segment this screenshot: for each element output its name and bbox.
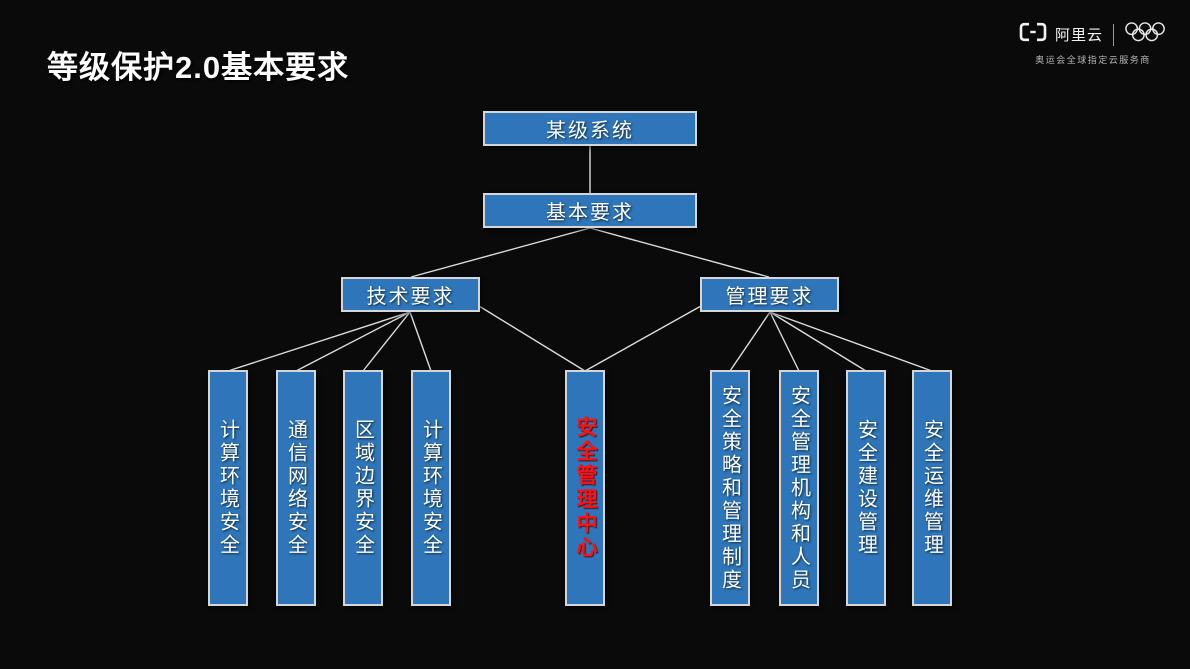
alibaba-cloud-logo: 阿里云 奥运会全球指定云服务商 [1018,21,1168,66]
node-label: 基本要求 [546,202,634,224]
node-label-highlighted: 安全管理中心 [574,416,597,560]
node-security-policy-and-management-system: 安全策略和管理制度 [710,370,750,606]
node-label: 安全建设管理 [854,419,877,557]
node-label: 通信网络安全 [284,419,307,557]
node-root-system: 某级系统 [483,111,697,146]
logo-row: 阿里云 [1018,21,1168,48]
olympic-rings-icon [1124,21,1168,48]
node-security-management-center: 安全管理中心 [565,370,605,606]
node-label: 区域边界安全 [351,419,374,557]
node-basic-requirements: 基本要求 [483,193,697,228]
node-management-requirements: 管理要求 [700,277,839,312]
node-label: 计算环境安全 [216,419,239,557]
node-area-boundary-security: 区域边界安全 [343,370,383,606]
node-label: 某级系统 [546,120,634,142]
node-security-operation-maintenance-management: 安全运维管理 [912,370,952,606]
node-label: 安全管理机构和人员 [787,384,810,592]
node-label: 计算环境安全 [419,419,442,557]
node-security-management-org-and-personnel: 安全管理机构和人员 [779,370,819,606]
alibaba-cloud-brackets-icon [1018,22,1048,47]
node-label: 管理要求 [725,286,814,308]
node-security-construction-management: 安全建设管理 [846,370,886,606]
node-label: 安全运维管理 [920,419,943,557]
node-label: 技术要求 [366,286,455,308]
page-title: 等级保护2.0基本要求 [47,50,350,85]
brand-name: 阿里云 [1054,27,1103,44]
node-computing-environment-security: 计算环境安全 [208,370,248,606]
node-communication-network-security: 通信网络安全 [276,370,316,606]
logo-divider [1113,23,1114,46]
node-technical-requirements: 技术要求 [341,277,480,312]
node-computing-environment-security-2: 计算环境安全 [411,370,451,606]
node-label: 安全策略和管理制度 [718,384,741,592]
logo-tagline: 奥运会全球指定云服务商 [1035,55,1151,65]
